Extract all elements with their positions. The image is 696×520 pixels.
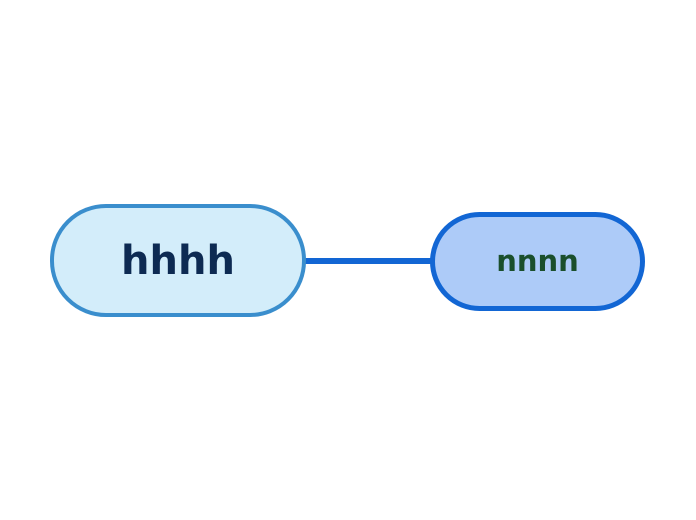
node-label-hhhh: hhhh xyxy=(121,237,235,284)
mindmap-node-hhhh[interactable]: hhhh xyxy=(50,204,306,317)
mindmap-node-nnnn[interactable]: nnnn xyxy=(430,212,645,311)
node-label-nnnn: nnnn xyxy=(496,244,579,278)
connector-line xyxy=(304,258,434,264)
